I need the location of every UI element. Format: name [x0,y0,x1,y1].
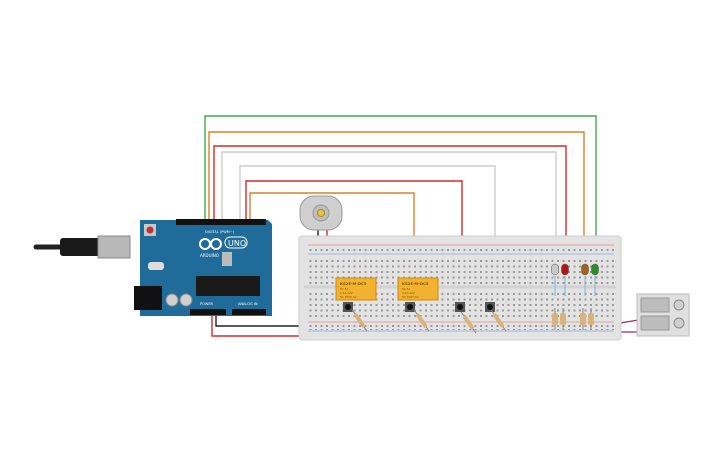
led-3[interactable] [581,263,589,276]
wire-black-gnd[interactable] [215,312,320,327]
arduino-uno[interactable]: ARDUINO UNO DIGITAL (PWM~) POWER ANALOG … [33,219,272,316]
led-2[interactable] [561,263,569,276]
leds [551,263,599,276]
analog-label: ANALOG IN [238,302,258,306]
digital-header[interactable] [176,219,266,225]
breadboard-rail-bottom[interactable] [308,324,614,330]
led-4[interactable] [591,263,599,276]
resistor-3[interactable] [459,311,477,335]
terminal-2-icon [673,317,685,329]
push-buttons [343,302,495,312]
arduino-logo-icon [199,238,222,250]
power-jack [134,286,162,310]
capacitor-1 [165,293,179,307]
wire-orange-led[interactable] [208,131,585,262]
led-legs [554,276,596,296]
resistor-led-1[interactable] [552,308,558,330]
usb-connector [97,235,131,259]
wire-gray-led[interactable] [221,151,557,262]
wire-red-led[interactable] [213,145,567,262]
power-header[interactable] [190,309,226,315]
relay-2-line-2: 0.1A 12V [402,291,415,295]
dc-motor[interactable] [299,195,343,231]
capacitor-2 [179,293,193,307]
relay-1-line-2: 0.1A 12V [340,291,353,295]
push-button-1[interactable] [343,302,353,312]
breadboard-rail-top[interactable] [308,247,614,253]
resistor-1[interactable] [350,309,368,333]
analog-header[interactable] [232,309,266,315]
relay-1-label: KS2E-M-DC5 [340,281,367,286]
resistor-led-2[interactable] [560,308,566,330]
relay-2-label: KS2E-M-DC5 [402,281,429,286]
resistor-4[interactable] [489,309,507,333]
relay-1-line-1: 5V 5A [340,287,348,291]
relay-2-line-1: 5V 5A [402,287,410,291]
motor-shaft-icon [317,209,325,217]
arduino-logo-text: ARDUINO [200,253,219,258]
digital-label: DIGITAL (PWM~) [205,230,235,234]
resistors [350,308,594,335]
power-label: POWER [200,302,214,306]
power-supply[interactable] [636,293,690,337]
wire-gray-inner[interactable] [239,165,496,238]
relay-1[interactable]: KS2E-M-DC5 5V 5A 0.1A 12V 5A 250V AC [335,277,377,301]
resistor-led-3[interactable] [580,308,586,330]
atmega-chip [196,276,260,296]
resistor-2[interactable] [412,309,430,333]
resistor-led-4[interactable] [588,308,594,330]
relay-1-line-3: 5A 250V AC [340,295,357,299]
terminal-1-icon [673,299,685,311]
push-button-3[interactable] [455,302,465,312]
usb-plug [60,238,100,256]
wire-green-led[interactable] [204,115,597,262]
led-1[interactable] [551,263,559,276]
relay-2-line-3: 5A 250V AC [402,295,419,299]
relay-2[interactable]: KS2E-M-DC5 5V 5A 0.1A 12V 5A 250V AC [397,277,439,301]
push-button-2[interactable] [405,302,415,312]
arduino-model: UNO [228,239,246,248]
push-button-4[interactable] [485,302,495,312]
